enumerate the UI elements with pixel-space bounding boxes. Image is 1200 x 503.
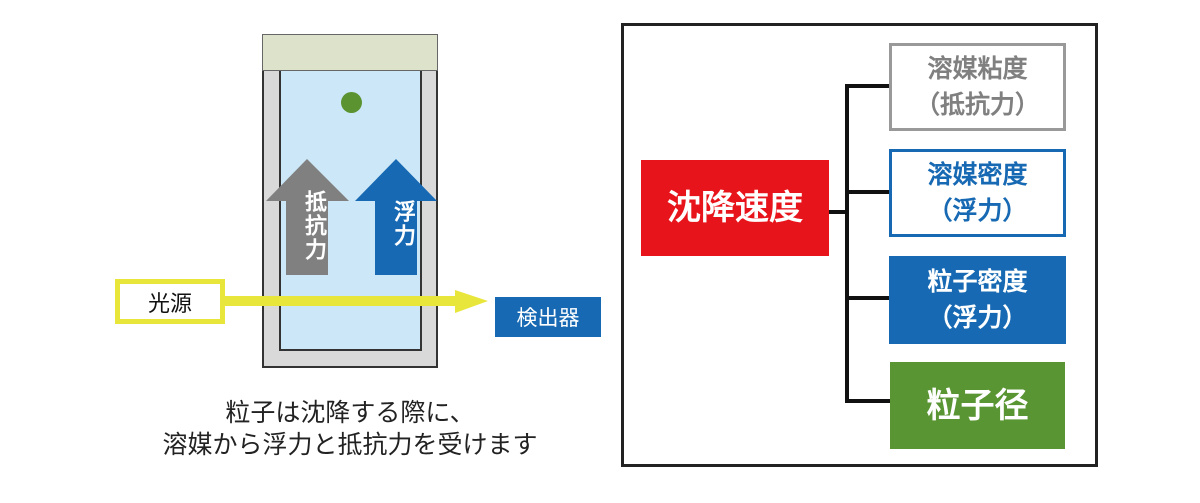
factor-label: 粒子径 xyxy=(926,385,1029,426)
detector-label: 検出器 xyxy=(516,306,580,330)
connector xyxy=(845,190,890,194)
light-beam-head xyxy=(455,290,488,313)
light-source-label: 光源 xyxy=(147,291,192,317)
particle-size-box: 粒子径 xyxy=(890,362,1065,449)
resistance-label: 抵抗力 xyxy=(301,190,326,262)
factors-frame xyxy=(621,23,1098,467)
factor-label: 溶媒粘度 xyxy=(927,54,1028,83)
detector-box: 検出器 xyxy=(495,297,601,337)
factor-sublabel: （抵抗力） xyxy=(914,90,1040,119)
resistance-arrow xyxy=(266,159,349,275)
light-beam xyxy=(225,296,457,306)
factor-sublabel: （浮力） xyxy=(927,196,1028,225)
connector xyxy=(829,210,848,214)
buoyancy-label: 浮力 xyxy=(390,200,415,248)
root-label: 沈降速度 xyxy=(667,188,803,228)
particle-density-box: 粒子密度 （浮力） xyxy=(889,256,1066,344)
solvent-viscosity-box: 溶媒粘度 （抵抗力） xyxy=(889,43,1066,131)
connector xyxy=(845,84,849,403)
light-source-box: 光源 xyxy=(115,279,225,324)
connector xyxy=(845,296,890,300)
particle xyxy=(341,92,362,113)
caption-line-1: 粒子は沈降する際に、 xyxy=(225,398,475,427)
sedimentation-velocity-box: 沈降速度 xyxy=(641,160,829,256)
factor-sublabel: （浮力） xyxy=(927,303,1028,332)
solvent-density-box: 溶媒密度 （浮力） xyxy=(889,149,1066,237)
factor-label: 溶媒密度 xyxy=(927,160,1028,189)
buoyancy-arrow xyxy=(355,159,437,275)
caption-line-2: 溶媒から浮力と抵抗力を受けます xyxy=(162,430,538,459)
factor-label: 粒子密度 xyxy=(927,267,1028,296)
connector xyxy=(845,84,890,88)
connector xyxy=(845,399,890,403)
cuvette-cap xyxy=(262,34,438,71)
